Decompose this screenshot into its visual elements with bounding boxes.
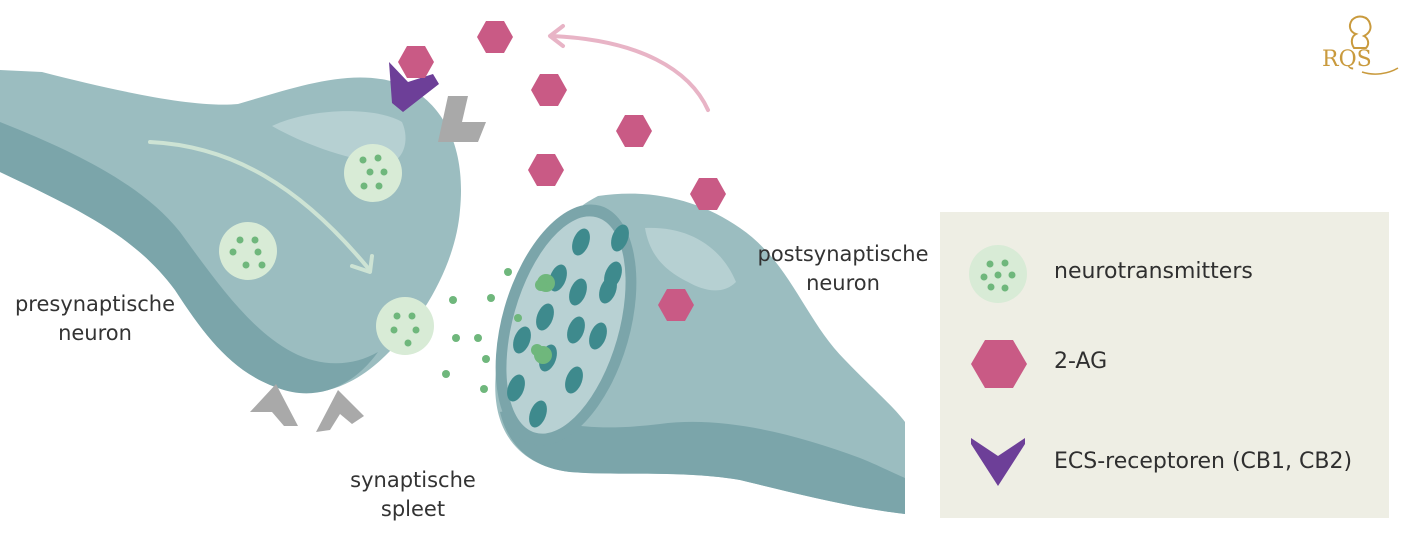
postsynaptic-membrane-face (506, 216, 626, 434)
ecs-receptor (389, 62, 439, 112)
postsynaptic-neuron-highlight (645, 227, 736, 291)
rqs-logo: RQS (1322, 15, 1399, 75)
neurotransmitter-vesicle (219, 222, 277, 280)
receptor-icon (316, 390, 364, 432)
2-ag-molecules (398, 21, 726, 321)
legend-label-neurotransmitters: neurotransmitters (1054, 259, 1253, 284)
postsynaptic-label-line-1: postsynaptische (757, 242, 929, 266)
signal-direction-arrow (148, 140, 370, 270)
postsynaptic-label-line-2: neuron (806, 271, 880, 295)
presynaptic-neuron-shade (0, 122, 378, 394)
lion-crest-icon (1348, 15, 1372, 49)
receptor-icon (250, 384, 298, 426)
legend-item-2-ag: 2-AG (940, 334, 1389, 394)
neurotransmitter-vesicle-icon (969, 245, 1027, 303)
bound-neurotransmitter (531, 344, 543, 356)
postsynaptic-neuron-shade (500, 408, 905, 514)
presynaptic-neuron-label: presynaptische neuron (0, 290, 190, 348)
presynaptic-label-line-2: neuron (58, 321, 132, 345)
retrograde-arrowhead (548, 24, 565, 48)
ecs-receptor-icon (971, 438, 1025, 486)
synaptic-cleft-label: synaptische spleet (318, 466, 508, 524)
2-ag-hexagon-icon (971, 340, 1027, 388)
legend-label-ecs-receptors: ECS-receptoren (CB1, CB2) (1054, 449, 1353, 474)
legend: neurotransmitters 2-AG ECS-receptoren (C… (940, 212, 1389, 518)
cleft-label-line-2: spleet (380, 497, 446, 521)
logo-text: RQS (1322, 47, 1372, 72)
signal-arrowhead (350, 254, 374, 274)
legend-item-neurotransmitters: neurotransmitters (940, 244, 1389, 304)
receptor-icon (438, 96, 486, 142)
neurotransmitter-vesicle (344, 144, 402, 202)
legend-item-ecs-receptors: ECS-receptoren (CB1, CB2) (940, 434, 1389, 494)
neurotransmitter-vesicle (376, 297, 434, 355)
cleft-label-line-1: synaptische (350, 468, 476, 492)
postsynaptic-neuron (495, 193, 905, 514)
legend-label-2-ag: 2-AG (1054, 349, 1108, 374)
bound-neurotransmitter (535, 279, 547, 291)
logo-swirl (1361, 67, 1399, 75)
presynaptic-label-line-1: presynaptische (14, 292, 176, 316)
released-neurotransmitters (442, 268, 522, 393)
postsynaptic-neuron-label: postsynaptische neuron (748, 240, 938, 298)
retrograde-signal-arrow (550, 34, 710, 112)
